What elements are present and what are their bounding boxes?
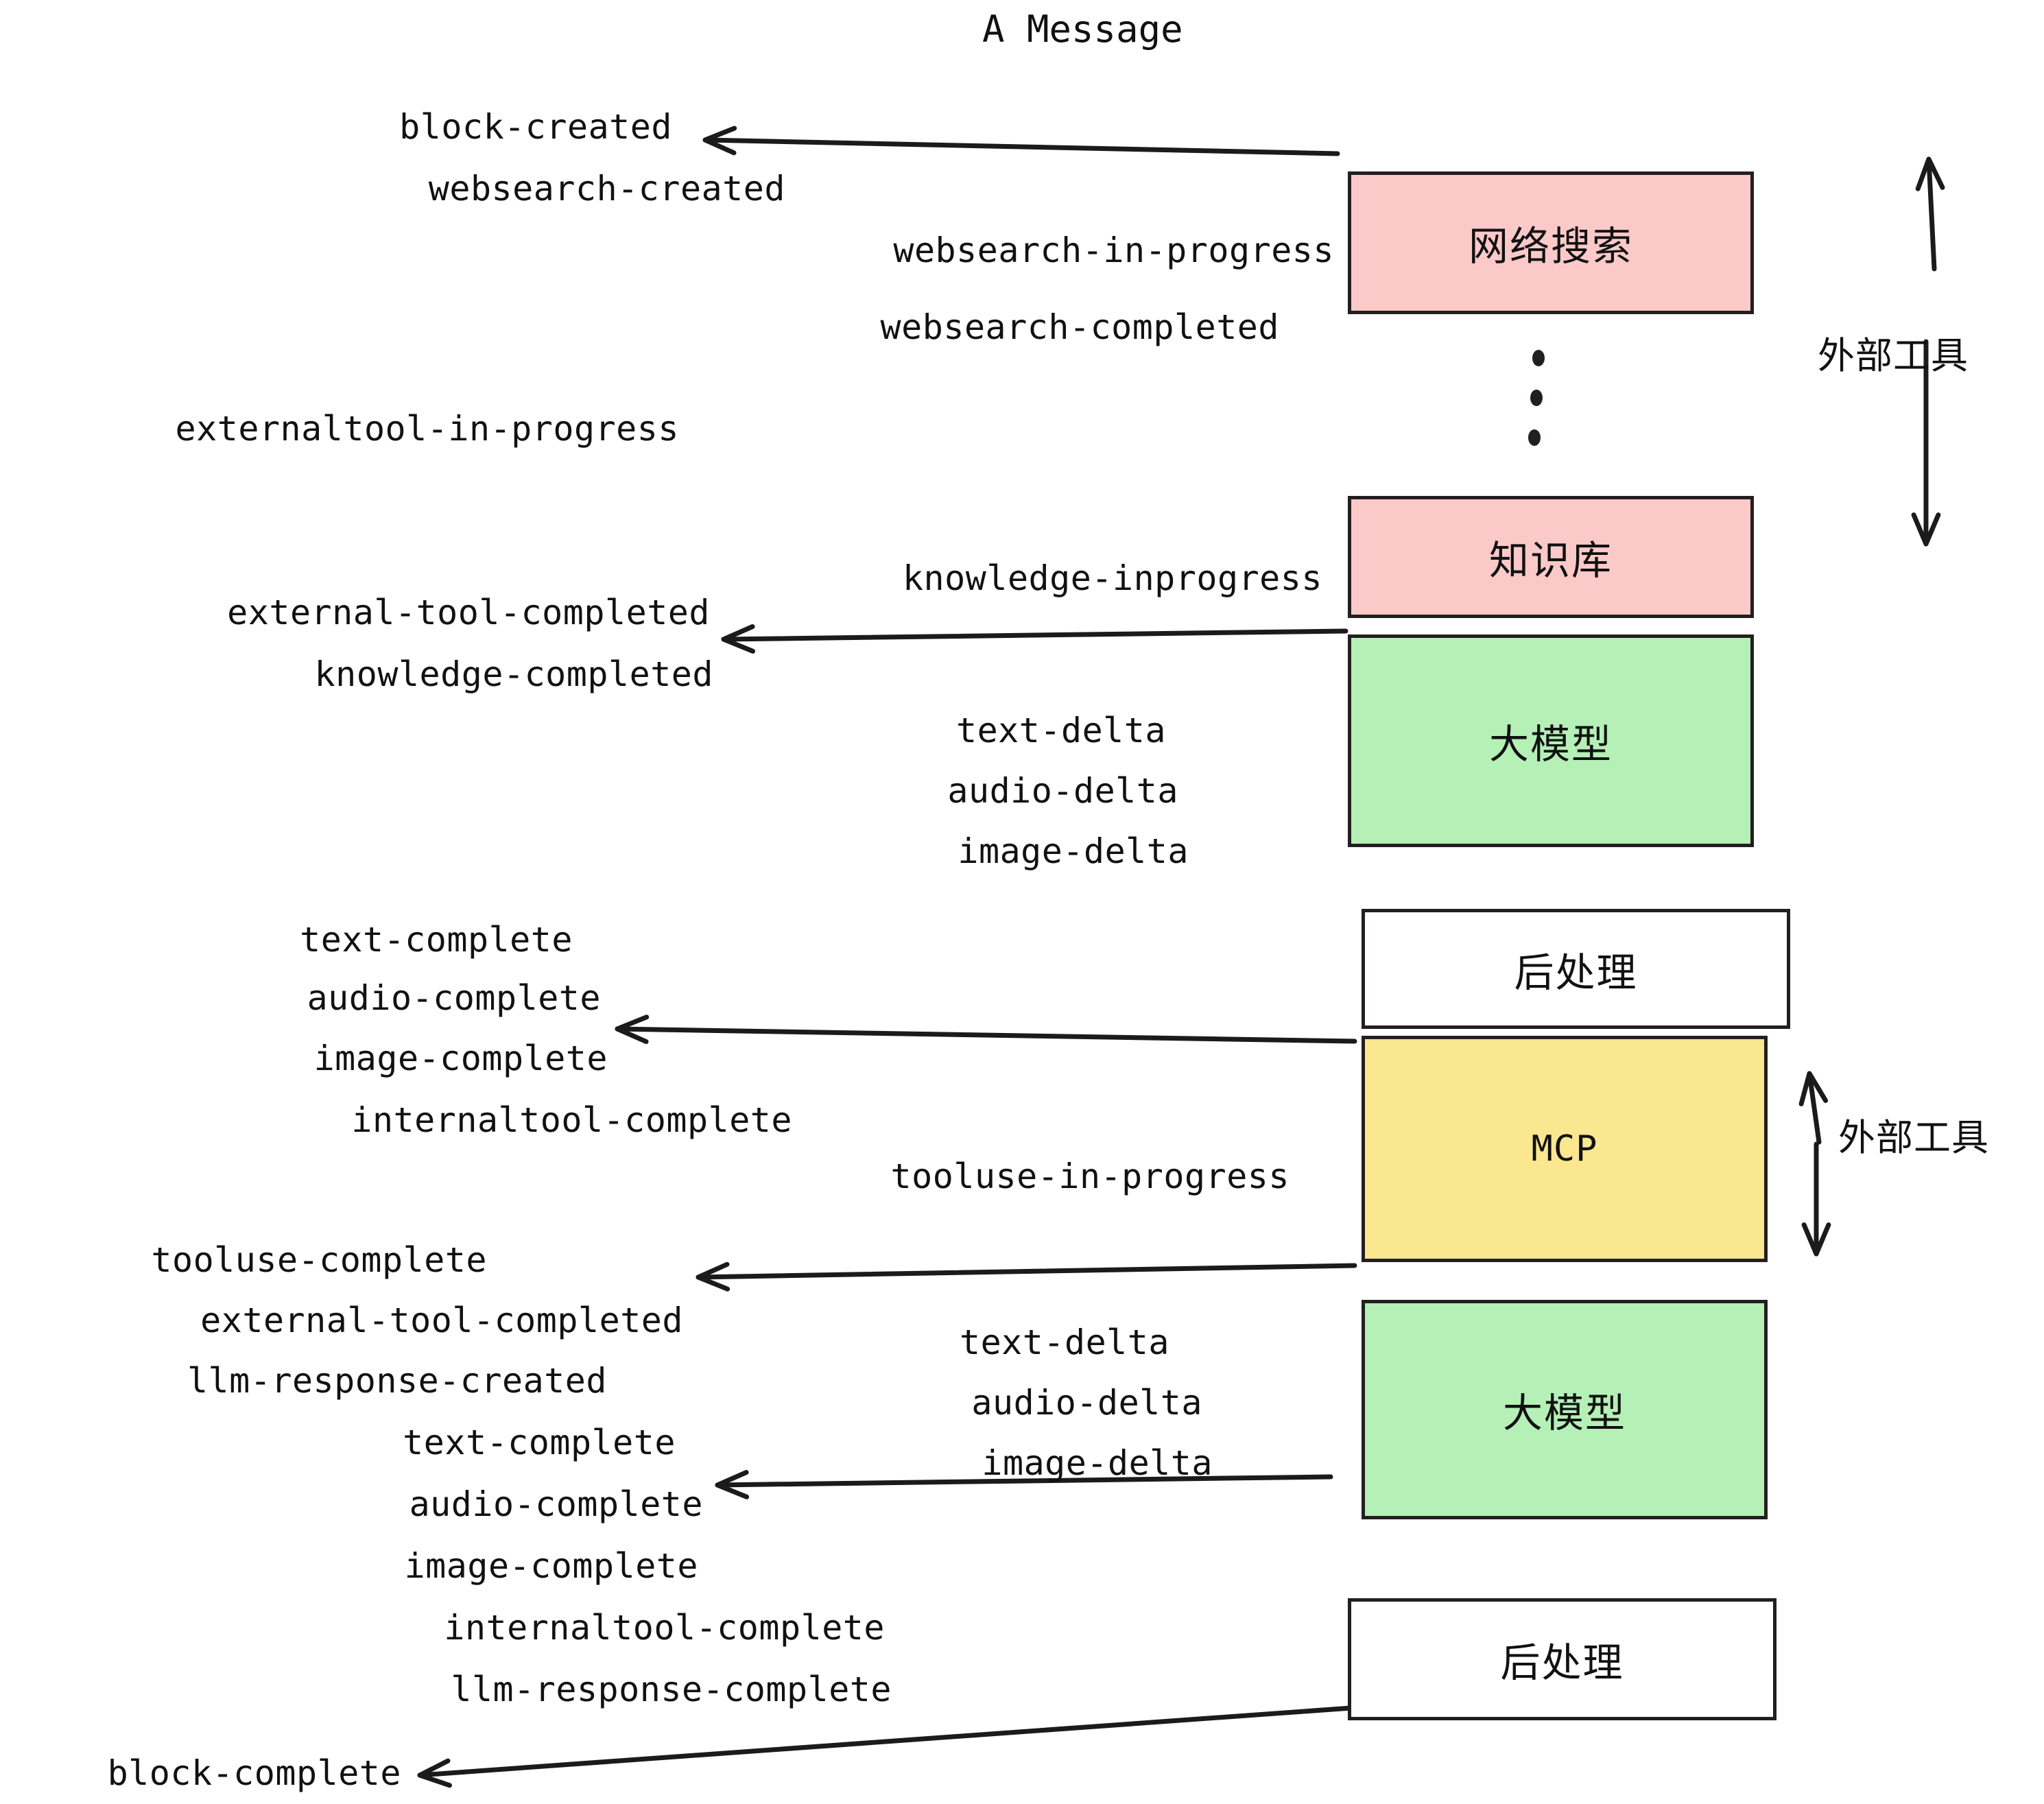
diagram-title: A Message <box>982 8 1183 51</box>
event-label: websearch-completed <box>880 307 1279 347</box>
arrowhead-icon <box>1798 1071 1829 1106</box>
event-label: image-delta <box>958 831 1189 871</box>
event-label: websearch-created <box>428 169 785 209</box>
arrowhead-icon <box>696 1261 730 1292</box>
event-label: block-complete <box>107 1753 401 1793</box>
node-box-postproc-2[interactable]: 后处理 <box>1348 1598 1776 1720</box>
event-label: external-tool-completed <box>227 593 710 632</box>
arrow-knowledge-complete <box>721 624 1348 654</box>
arrow-image-complete <box>615 1014 1357 1045</box>
event-label: tooluse-in-progress <box>890 1156 1290 1196</box>
arrowhead-icon <box>1801 1222 1831 1257</box>
event-label: text-delta <box>959 1322 1169 1362</box>
arrowhead-icon <box>721 624 756 654</box>
event-label: internaltool-complete <box>351 1100 792 1140</box>
event-label: image-complete <box>404 1546 698 1586</box>
event-label: text-complete <box>403 1423 676 1462</box>
event-label: audio-complete <box>307 978 601 1018</box>
arrowhead-icon <box>702 126 737 156</box>
event-label: external-tool-completed <box>200 1301 683 1340</box>
node-box-postproc-1[interactable]: 后处理 <box>1362 909 1790 1029</box>
event-label: knowledge-completed <box>314 654 713 694</box>
external-tool-group-label: 外部工具 <box>1818 334 1969 377</box>
event-label: audio-delta <box>971 1383 1202 1423</box>
node-box-knowledge[interactable]: 知识库 <box>1348 496 1754 618</box>
arrowhead-icon <box>417 1758 452 1788</box>
arrowhead-icon <box>1911 512 1941 547</box>
event-label: image-delta <box>982 1443 1213 1483</box>
node-box-websearch[interactable]: 网络搜索 <box>1348 171 1754 314</box>
event-label: websearch-in-progress <box>893 230 1334 270</box>
arrow-external-up-2 <box>1798 1071 1829 1145</box>
event-label: llm-response-created <box>187 1361 607 1401</box>
event-label: externaltool-in-progress <box>175 409 679 449</box>
event-label: audio-complete <box>409 1484 703 1524</box>
event-label: knowledge-inprogress <box>902 558 1322 598</box>
event-label: image-complete <box>313 1039 608 1078</box>
arrowhead-icon <box>715 1470 750 1499</box>
event-label: internaltool-complete <box>444 1608 885 1648</box>
arrowhead-icon <box>615 1014 650 1045</box>
arrowhead-icon <box>1915 156 1945 191</box>
ellipsis-dot-icon <box>1528 429 1541 446</box>
event-label: llm-response-complete <box>451 1670 892 1709</box>
event-label: block-created <box>399 107 672 147</box>
node-box-llm-1[interactable]: 大模型 <box>1348 634 1754 847</box>
arrow-external-up-1 <box>1915 156 1945 272</box>
arrow-block-created <box>702 126 1340 156</box>
arrow-block-complete <box>417 1705 1354 1788</box>
arrow-external-down-2 <box>1801 1141 1831 1257</box>
event-label: audio-delta <box>947 771 1178 811</box>
external-tool-group-label: 外部工具 <box>1838 1116 1989 1159</box>
arrow-tooluse-complete <box>696 1261 1357 1292</box>
node-box-llm-2[interactable]: 大模型 <box>1362 1300 1768 1519</box>
event-label: tooluse-complete <box>151 1240 487 1280</box>
event-label: text-complete <box>300 920 573 960</box>
node-box-mcp[interactable]: MCP <box>1362 1036 1768 1262</box>
event-label: text-delta <box>955 711 1166 750</box>
ellipsis-dot-icon <box>1532 350 1545 366</box>
ellipsis-dot-icon <box>1530 390 1543 406</box>
